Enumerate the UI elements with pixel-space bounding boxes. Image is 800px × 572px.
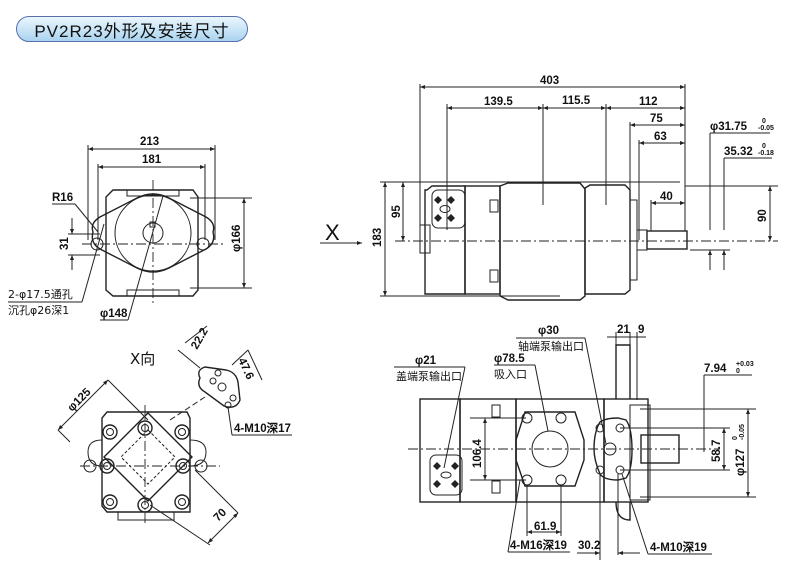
- thread-note-m10-19: 4-M10深19: [650, 540, 707, 554]
- dim-115-5: 115.5: [562, 95, 591, 107]
- dim-95: 95: [391, 205, 403, 218]
- bolt-heads: [83, 420, 208, 513]
- dim-61-9: 61.9: [534, 521, 556, 533]
- dim-106-4: 106.4: [472, 439, 484, 468]
- inlet-label: 吸入口: [494, 368, 527, 381]
- dim-phi31-75: φ31.75: [710, 121, 748, 133]
- shaft-outlet-dia: φ30: [538, 325, 559, 337]
- dim-40: 40: [660, 191, 673, 203]
- dim-403: 403: [540, 75, 559, 87]
- dim-21: 21: [617, 324, 630, 336]
- tol-lower: -0.18: [758, 150, 774, 157]
- dim-90: 90: [757, 209, 769, 222]
- cover-outlet-dia: φ21: [415, 355, 437, 367]
- tol-lower: -0.05: [739, 424, 746, 440]
- front-view: 213 181 φ166 31 R16 2-φ17.5通孔: [8, 136, 252, 321]
- dim-112: 112: [639, 96, 658, 108]
- top-view: 106.4 61.9 4-M16深19 30.2 4-M10深19 φ21 盖端…: [394, 324, 756, 560]
- x-direction-view: X向 φ125 70: [57, 325, 292, 546]
- tol-lower: 0: [736, 368, 740, 375]
- thread-note-m16-19: 4-M16深19: [510, 538, 567, 552]
- hole-note-line2: 沉孔φ26深1: [8, 304, 69, 317]
- dim-70: 70: [212, 507, 230, 525]
- dim-213: 213: [140, 136, 159, 148]
- drawing-title-text: PV2R23外形及安装尺寸: [34, 21, 230, 41]
- shaft-outlet-label: 轴端泵输出口: [518, 339, 584, 353]
- hole-note-line1: 2-φ17.5通孔: [8, 288, 73, 301]
- dim-phi125: φ125: [66, 386, 94, 414]
- tol-upper: 0: [762, 143, 766, 150]
- tol-upper: +0.03: [736, 361, 754, 368]
- tol-lower: -0.05: [758, 125, 774, 132]
- view-arrow-label: X: [325, 220, 340, 245]
- dim-63: 63: [654, 131, 667, 143]
- mounting-flange: [91, 193, 215, 273]
- tol-upper: 0: [732, 436, 739, 440]
- shaft: [646, 230, 688, 250]
- dim-9: 9: [638, 324, 644, 336]
- dim-22-2: 22.2: [189, 326, 211, 351]
- dim-r16: R16: [52, 192, 73, 204]
- x-view-label: X向: [130, 350, 155, 368]
- dim-30-2: 30.2: [578, 540, 600, 552]
- thread-note-m10-17: 4-M10深17: [234, 421, 291, 435]
- drawing-title: PV2R23外形及安装尺寸: [16, 16, 248, 42]
- dim-139-5: 139.5: [484, 96, 513, 108]
- cover-outlet-label: 盖端泵输出口: [396, 369, 462, 383]
- inlet-port: [531, 430, 569, 468]
- dim-31: 31: [59, 237, 71, 250]
- dim-183: 183: [372, 228, 384, 247]
- dim-phi148: φ148: [100, 308, 128, 320]
- dim-181: 181: [142, 154, 162, 166]
- dim-75: 75: [650, 113, 663, 125]
- inlet-dia: φ78.5: [494, 353, 525, 365]
- dim-phi127: φ127: [735, 449, 747, 476]
- tol-upper: 0: [762, 118, 766, 125]
- dim-7-94: 7.94: [704, 363, 727, 375]
- side-view: 403 139.5 115.5 112 75 63 φ31.75 0 -0.05…: [320, 75, 778, 301]
- dim-58-7: 58.7: [711, 440, 723, 462]
- dim-phi166: φ166: [231, 225, 243, 252]
- dim-35-32: 35.32: [724, 146, 753, 158]
